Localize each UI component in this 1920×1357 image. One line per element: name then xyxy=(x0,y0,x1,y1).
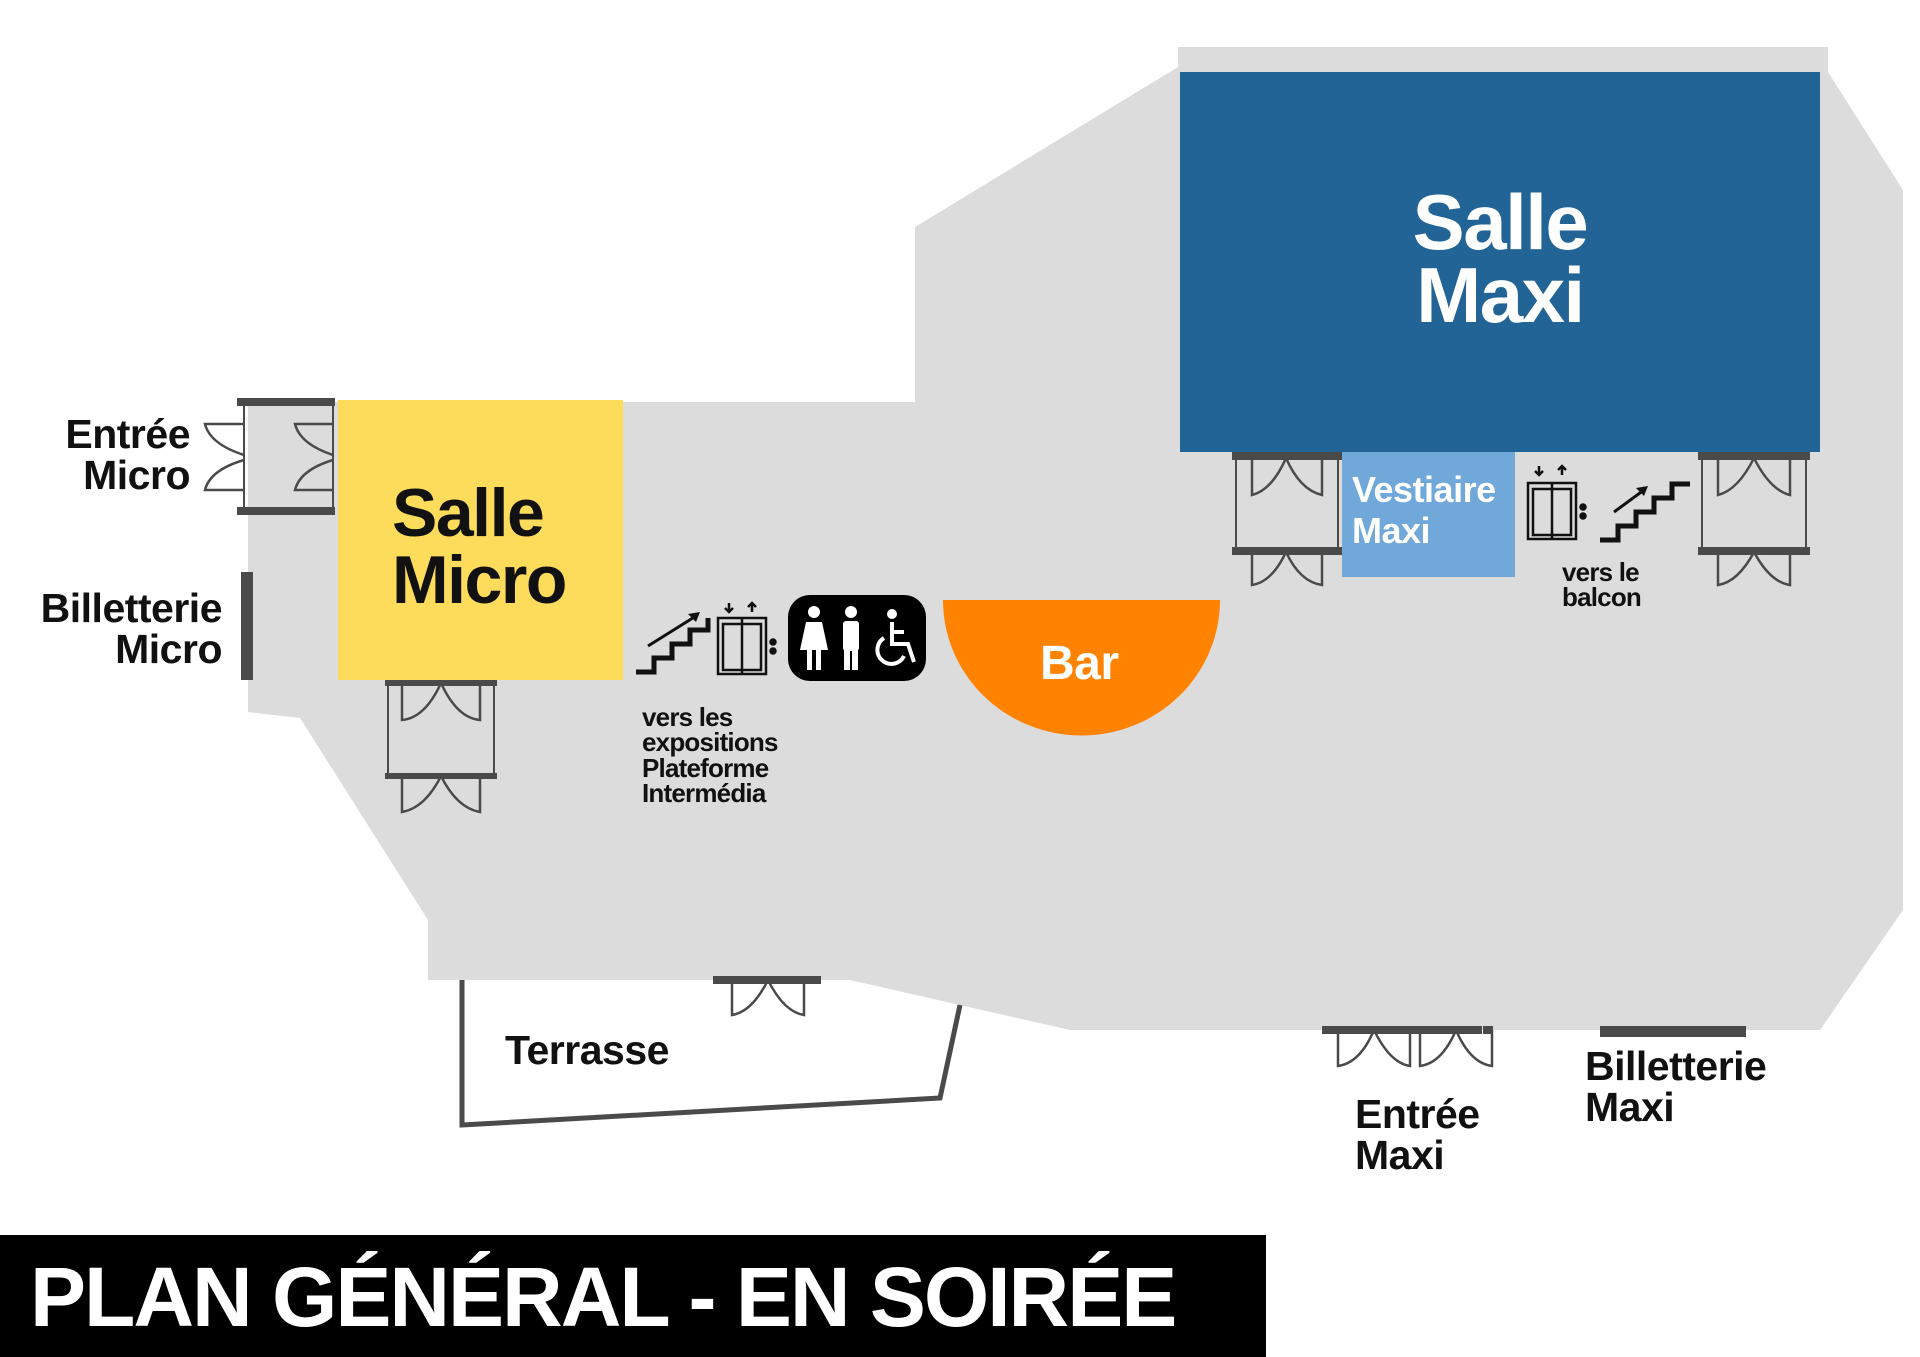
billetterie-maxi-label: Billetterie Maxi xyxy=(1585,1043,1767,1130)
stairs-icon xyxy=(636,612,711,675)
vestiaire-maxi-room[interactable] xyxy=(1342,452,1515,577)
vestiaire-maxi-label: Vestiaire Maxi xyxy=(1352,469,1496,551)
terrasse-door[interactable] xyxy=(713,976,821,1017)
bar-label: Bar xyxy=(1040,637,1119,690)
title-banner: PLAN GÉNÉRAL - EN SOIRÉE xyxy=(0,1235,1266,1357)
stairs-icon xyxy=(1600,481,1690,543)
terrasse-outline xyxy=(459,980,963,1128)
entree-micro-door[interactable] xyxy=(203,398,335,515)
salle-micro-label: Salle Micro xyxy=(392,475,567,618)
billetterie-micro-counter xyxy=(241,572,253,680)
salle-maxi-door-right[interactable] xyxy=(1698,452,1810,587)
elevator-icon xyxy=(716,601,777,676)
wheelchair-icon xyxy=(875,609,916,666)
page-title: PLAN GÉNÉRAL - EN SOIRÉE xyxy=(30,1250,1177,1344)
billetterie-maxi-counter xyxy=(1600,1026,1746,1037)
vers-expositions-label: vers les expositions Plateforme Interméd… xyxy=(642,702,778,809)
terrasse-label: Terrasse xyxy=(505,1027,669,1073)
salle-micro-door[interactable] xyxy=(385,680,497,814)
restroom-women-icon xyxy=(800,606,828,670)
salle-micro-room[interactable] xyxy=(338,400,623,680)
restroom-men-icon xyxy=(843,606,859,670)
billetterie-micro-label: Billetterie Micro xyxy=(40,585,223,672)
entree-maxi-door[interactable] xyxy=(1322,1026,1494,1068)
bar-counter[interactable] xyxy=(943,600,1220,736)
salle-maxi-label: Salle Maxi xyxy=(1412,178,1589,340)
salle-maxi-door-left[interactable] xyxy=(1232,452,1342,587)
elevator-icon xyxy=(1526,464,1587,541)
vers-balcon-label: vers le balcon xyxy=(1562,557,1642,613)
entree-micro-label: Entrée Micro xyxy=(65,411,190,498)
salle-maxi-room[interactable] xyxy=(1180,72,1820,452)
entree-maxi-label: Entrée Maxi xyxy=(1355,1091,1480,1178)
